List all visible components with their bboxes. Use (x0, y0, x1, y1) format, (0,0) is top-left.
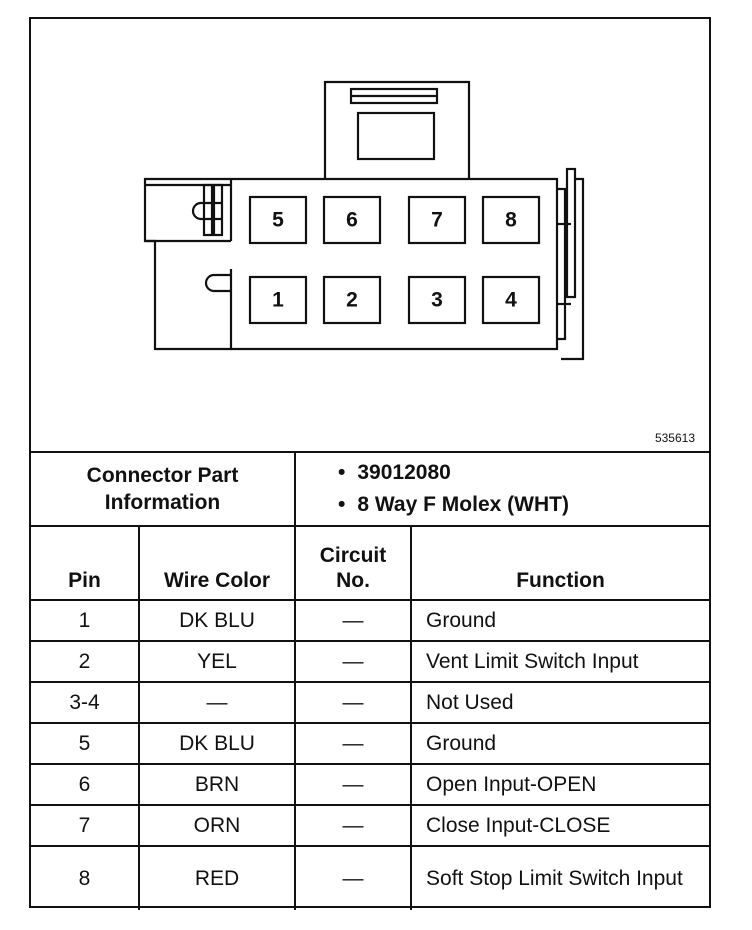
pin-cavity (407, 195, 467, 245)
part-number: 39012080 (338, 457, 701, 489)
pin-cell: 2 (31, 640, 140, 683)
header-function: Function (410, 525, 710, 601)
pin-cell: 8 (31, 845, 140, 910)
pinout-table: Connector Part Information 39012080 8 Wa… (31, 451, 710, 910)
pin-cell: 5 (31, 722, 140, 765)
wire-color-cell: ORN (137, 804, 297, 847)
table-row: 8 RED — Soft Stop Limit Switch Input (31, 845, 710, 910)
pin-cavity (322, 275, 382, 325)
header-wire-color: Wire Color (137, 525, 297, 601)
pin-label-7: 7 (431, 209, 443, 232)
circuit-cell: — (294, 722, 413, 765)
pin-cell: 6 (31, 763, 140, 806)
function-cell: Vent Limit Switch Input (410, 640, 710, 683)
wire-color-cell: BRN (137, 763, 297, 806)
wire-color-cell: DK BLU (137, 599, 297, 642)
circuit-cell: — (294, 640, 413, 683)
circuit-cell: — (294, 599, 413, 642)
figure-number: 535613 (654, 431, 695, 445)
pin-cell: 1 (31, 599, 140, 642)
connector-description: 8 Way F Molex (WHT) (338, 489, 701, 521)
pin-cell: 7 (31, 804, 140, 847)
function-cell: Not Used (410, 681, 710, 724)
pin-cavity (481, 275, 541, 325)
function-cell: Open Input-OPEN (410, 763, 710, 806)
pin-cavity (481, 195, 541, 245)
table-row: 6 BRN — Open Input-OPEN (31, 763, 710, 806)
part-info-list: 39012080 8 Way F Molex (WHT) (294, 451, 710, 527)
connector-diagram: 5 6 7 8 1 2 3 4 535613 (31, 19, 709, 453)
pin-label-3: 3 (431, 289, 443, 312)
header-circuit: Circuit No. (294, 525, 413, 601)
connector-sheet: 5 6 7 8 1 2 3 4 535613 Connector Part In… (29, 17, 711, 910)
pin-cavity (248, 195, 308, 245)
connector-face-drawing: 5 6 7 8 1 2 3 4 (143, 80, 585, 361)
table-row: 1 DK BLU — Ground (31, 599, 710, 642)
pin-label-8: 8 (505, 209, 517, 232)
function-cell: Close Input-CLOSE (410, 804, 710, 847)
function-cell: Ground (410, 599, 710, 642)
part-info-label: Connector Part Information (31, 451, 297, 527)
pin-label-2: 2 (346, 289, 358, 312)
wire-color-cell: RED (137, 845, 297, 910)
pin-cavity (248, 275, 308, 325)
pin-cell: 3-4 (31, 681, 140, 724)
pin-label-5: 5 (272, 209, 284, 232)
latch-window (356, 111, 436, 161)
circuit-cell: — (294, 845, 413, 910)
table-row: 7 ORN — Close Input-CLOSE (31, 804, 710, 847)
table-row: 3-4 — — Not Used (31, 681, 710, 724)
wire-color-cell: YEL (137, 640, 297, 683)
pin-cavity (322, 195, 382, 245)
circuit-cell: — (294, 804, 413, 847)
pin-label-6: 6 (346, 209, 358, 232)
header-pin: Pin (31, 525, 140, 601)
connector-body (229, 177, 559, 351)
pin-cavity (407, 275, 467, 325)
table-header: Pin Wire Color Circuit No. Function (31, 525, 710, 601)
part-info-row: Connector Part Information 39012080 8 Wa… (31, 451, 710, 527)
wire-color-cell: — (137, 681, 297, 724)
function-cell: Soft Stop Limit Switch Input (410, 845, 710, 910)
circuit-cell: — (294, 763, 413, 806)
wire-color-cell: DK BLU (137, 722, 297, 765)
table-row: 2 YEL — Vent Limit Switch Input (31, 640, 710, 683)
circuit-cell: — (294, 681, 413, 724)
table-row: 5 DK BLU — Ground (31, 722, 710, 765)
pin-label-4: 4 (505, 289, 517, 312)
pin-label-1: 1 (272, 289, 284, 312)
connector-latch (323, 80, 471, 179)
function-cell: Ground (410, 722, 710, 765)
